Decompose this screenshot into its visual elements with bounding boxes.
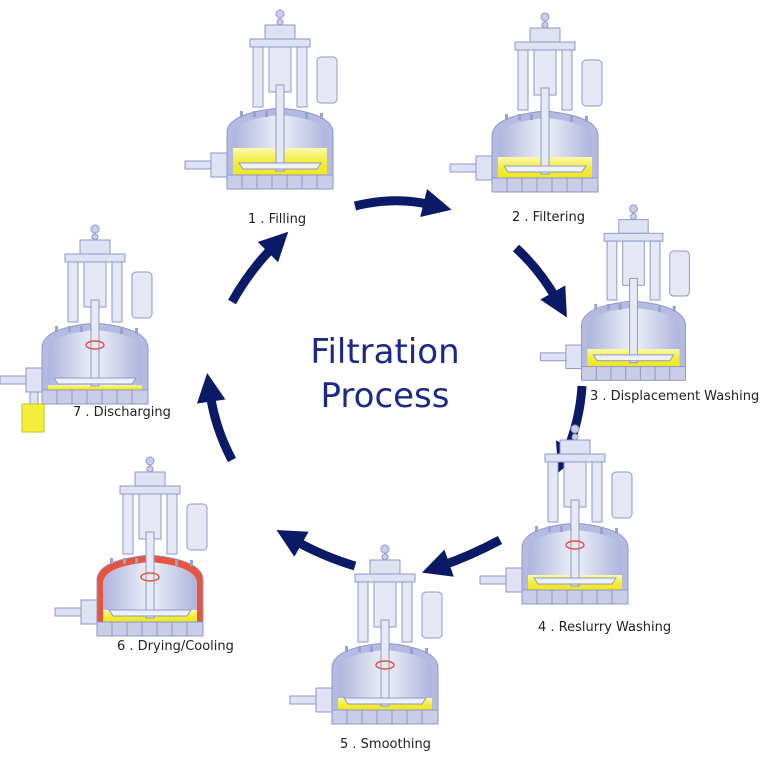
step-label-7: 7 . Discharging xyxy=(73,405,171,420)
step-label-2: 2 . Filtering xyxy=(512,210,585,225)
step-label-3: 3 . Displacement Washing xyxy=(590,389,760,404)
step-label-1: 1 . Filling xyxy=(248,212,307,227)
vessel-step-5 xyxy=(289,544,443,725)
step-label-5: 5 . Smoothing xyxy=(340,737,431,752)
flow-arrow-2 xyxy=(512,244,567,318)
title-line-2: Process xyxy=(320,376,450,416)
vessel-step-7 xyxy=(0,224,153,433)
vessel-step-3 xyxy=(539,204,690,381)
flow-arrow-1 xyxy=(353,188,452,217)
flow-arrow-6 xyxy=(196,373,236,463)
vessel-step-4 xyxy=(479,424,633,605)
flow-arrow-7 xyxy=(228,231,289,305)
vessel-step-1 xyxy=(184,9,338,190)
step-label-4: 4 . Reslurry Washing xyxy=(538,620,672,635)
vessel-step-2 xyxy=(449,12,603,193)
flow-arrow-4 xyxy=(421,536,503,577)
title-line-1: Filtration xyxy=(310,332,460,372)
step-label-6: 6 . Drying/Cooling xyxy=(117,639,234,654)
diagram-title: Filtration Process xyxy=(300,330,470,418)
vessel-step-6 xyxy=(54,456,208,637)
flow-arrow-5 xyxy=(276,529,357,571)
